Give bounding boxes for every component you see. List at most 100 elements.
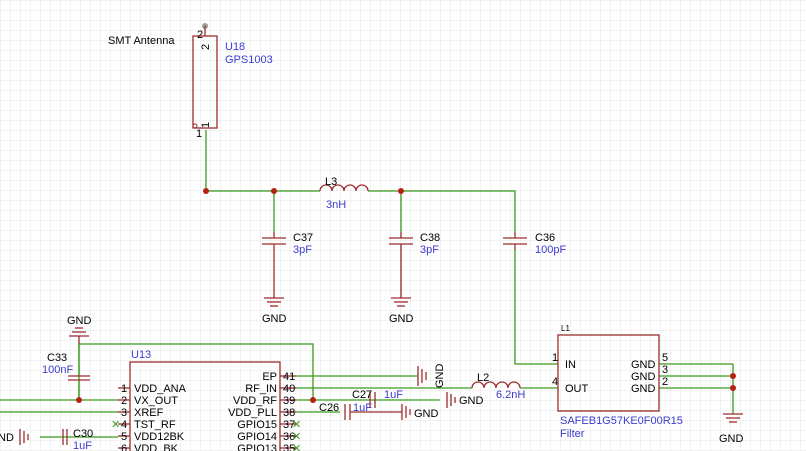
u13-left-pin-name: VX_OUT xyxy=(134,395,178,407)
no-connect-icon: ✕ xyxy=(292,443,301,451)
u13-left-pin-name: VDD12BK xyxy=(134,431,185,443)
u13-left-pin-num: 6 xyxy=(121,443,127,451)
gnd-label-c37: GND xyxy=(262,313,287,325)
u13-right-pin-num: 37 xyxy=(283,419,295,431)
u13-right-pin-num: 35 xyxy=(283,443,295,451)
filter-pin-out-name: OUT xyxy=(565,383,589,395)
l2-coil xyxy=(471,381,521,389)
capacitor-c30[interactable]: ND C30 1uF xyxy=(0,428,93,451)
antenna-u18[interactable]: SMT Antenna U18 GPS1003 2 2 1 1 xyxy=(108,23,273,140)
filter-body xyxy=(557,334,660,412)
c36-value: 100pF xyxy=(535,244,566,256)
u13-right-pin-num: 38 xyxy=(283,407,295,419)
wires xyxy=(0,130,734,438)
c38-ref: C38 xyxy=(420,232,440,244)
c26-ref: C26 xyxy=(319,402,339,414)
l2-value: 6.2nH xyxy=(496,389,525,401)
u13-left-pin-num: 4 xyxy=(121,419,127,431)
c37-value: 3pF xyxy=(293,244,312,256)
u13-right-pin-name: GPIO15 xyxy=(237,419,277,431)
capacitor-c38[interactable]: C38 3pF xyxy=(389,232,440,298)
junction-vddrf xyxy=(310,397,316,403)
inductor-l3[interactable]: L3 3nH xyxy=(319,176,369,211)
gnd-label-c38: GND xyxy=(389,313,414,325)
u13-left-pin-num: 2 xyxy=(121,395,127,407)
l3-value: 3nH xyxy=(326,199,346,211)
junction-antenna xyxy=(203,188,209,194)
antenna-label: SMT Antenna xyxy=(108,35,175,47)
capacitor-c27[interactable]: C27 1uF xyxy=(352,389,403,408)
no-connect-icon: ✕ xyxy=(111,419,120,431)
junction-filter-gnd3 xyxy=(730,373,736,379)
c27-value: 1uF xyxy=(384,389,403,401)
filter-part: SAFEB1G57KE0F00R15 xyxy=(560,415,683,427)
u13-right-pin-name: GPIO13 xyxy=(237,443,277,451)
filter-gnd-num-2: 2 xyxy=(662,376,668,388)
u13-left-pin-name: TST_RF xyxy=(134,419,176,431)
l3-ref: L3 xyxy=(325,176,337,188)
filter-desc: Filter xyxy=(560,428,585,440)
u13-right-pin-name: GPIO14 xyxy=(237,431,277,443)
capacitor-c37[interactable]: C37 3pF xyxy=(262,232,313,298)
c30-nd-label: ND xyxy=(0,432,14,444)
c27-ref: C27 xyxy=(352,389,372,401)
c26-value: 1uF xyxy=(353,402,372,414)
gnd-label-c33: GND xyxy=(67,315,92,327)
no-connect-icon: ✕ xyxy=(292,419,301,431)
u13-left-pin-num: 3 xyxy=(121,407,127,419)
gnd-symbol-c27: GND xyxy=(446,392,484,408)
u13-left-pin-name: VDD_ANA xyxy=(134,383,187,395)
gnd-label-filter: GND xyxy=(719,433,744,445)
inductor-l2[interactable]: L2 6.2nH xyxy=(440,372,525,401)
u13-left-pin-num: 5 xyxy=(121,431,127,443)
u13-right-pin-num: 39 xyxy=(283,395,295,407)
wire-l3-c36 xyxy=(368,190,516,232)
c36-ref: C36 xyxy=(535,232,555,244)
capacitor-c33[interactable]: C33 100nF xyxy=(42,352,90,381)
junctions xyxy=(76,188,736,403)
capacitor-c26[interactable]: C26 1uF xyxy=(319,402,402,420)
junction-filter-gnd2 xyxy=(730,385,736,391)
gnd-symbol-ep: GND xyxy=(417,364,446,388)
u13-right-pin-name: RF_IN xyxy=(245,383,277,395)
gnd-symbol-c26: GND xyxy=(401,404,439,420)
antenna-pin-bottom-alt: 1 xyxy=(196,128,202,140)
antenna-pin1-marker xyxy=(192,123,198,129)
gnd-symbol-filter: GND xyxy=(719,413,744,445)
u13-right-pin-name: EP xyxy=(262,371,277,383)
u13-right-pin-name: VDD_RF xyxy=(233,395,277,407)
filter-gnd-num-0: 5 xyxy=(662,352,668,364)
c38-value: 3pF xyxy=(420,244,439,256)
filter-gnd-name-1: GND xyxy=(631,371,656,383)
junction-c33 xyxy=(76,397,82,403)
u13-right-pin-num: 36 xyxy=(283,431,295,443)
u13-ref: U13 xyxy=(131,349,151,361)
c30-ref: C30 xyxy=(73,428,93,440)
filter-gnd-name-0: GND xyxy=(631,359,656,371)
gnd-symbol-c33: GND xyxy=(67,315,92,344)
wire-c36-filter-in xyxy=(514,250,558,365)
filter-pin-in-name: IN xyxy=(565,359,576,371)
filter-l1[interactable]: L1 1 IN 4 OUT GND GND GND 5 3 2 SAFEB1G5… xyxy=(552,324,683,440)
filter-gnd-name-2: GND xyxy=(631,383,656,395)
antenna-ref: U18 xyxy=(225,41,245,53)
no-connect-icon: ✕ xyxy=(292,431,301,443)
gnd-label-c27: GND xyxy=(459,395,484,407)
filter-gnd-num-1: 3 xyxy=(662,364,668,376)
u13-left-pin-num: 1 xyxy=(121,383,127,395)
gnd-symbol-c37: GND xyxy=(262,297,287,325)
u13-right-pin-num: 41 xyxy=(283,371,295,383)
capacitor-c36[interactable]: C36 100pF xyxy=(503,232,566,256)
u13-right-pin-name: VDD_PLL xyxy=(228,407,277,419)
filter-ref: L1 xyxy=(561,324,570,333)
antenna-pin-top-alt: 2 xyxy=(197,29,203,41)
filter-pin-in-num: 1 xyxy=(552,352,558,364)
l3-coil xyxy=(319,184,369,192)
junction-c37 xyxy=(271,188,277,194)
c30-value: 1uF xyxy=(73,440,92,451)
junction-c38 xyxy=(398,188,404,194)
